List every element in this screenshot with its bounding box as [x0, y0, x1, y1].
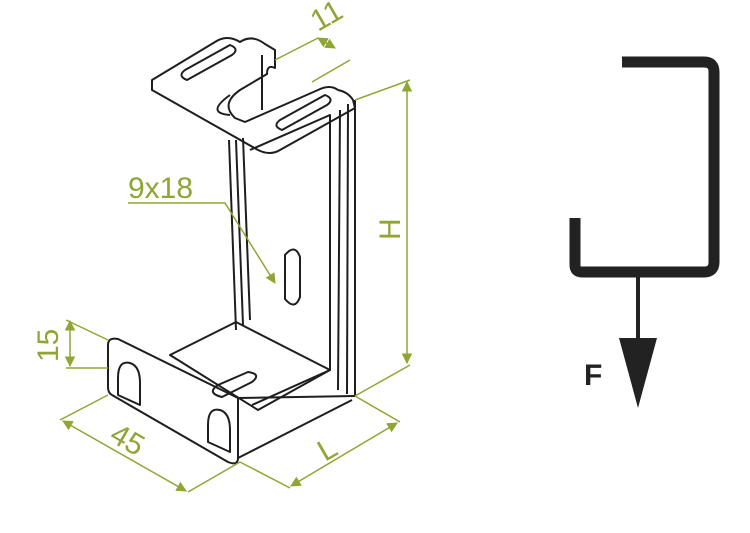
- middle-slot: [284, 248, 301, 306]
- label-9x18: 9x18: [128, 172, 193, 205]
- label-11: 11: [305, 0, 348, 38]
- bottom-plate: [169, 321, 331, 411]
- top-plate: [151, 37, 356, 154]
- c-profile-symbol: [569, 56, 720, 278]
- dimension-lines: [59, 37, 413, 493]
- load-symbol: F: [569, 56, 720, 408]
- dimension-labels: 11 9x18 H 15 45 L: [32, 0, 407, 468]
- dim-9x18-leader: [128, 202, 276, 284]
- dim-45-line: [62, 420, 187, 492]
- label-45: 45: [105, 417, 150, 462]
- top-slot-right: [275, 94, 332, 131]
- force-arrow-head-icon: [619, 338, 657, 408]
- flange-notch-right: [207, 408, 231, 453]
- front-flange: [107, 337, 239, 465]
- dim-11-line: [317, 37, 336, 49]
- dim-l-line: [290, 422, 398, 487]
- flange-notch-left: [117, 361, 141, 406]
- left-web: [228, 137, 251, 331]
- label-15: 15: [32, 329, 65, 362]
- top-slot-left: [180, 44, 237, 81]
- inner-face: [249, 114, 331, 406]
- bottom-slot: [211, 371, 258, 398]
- right-web: [337, 100, 356, 396]
- label-h: H: [374, 218, 407, 240]
- label-l: L: [312, 431, 343, 468]
- force-label: F: [584, 359, 602, 392]
- bracket-drawing: [107, 37, 356, 465]
